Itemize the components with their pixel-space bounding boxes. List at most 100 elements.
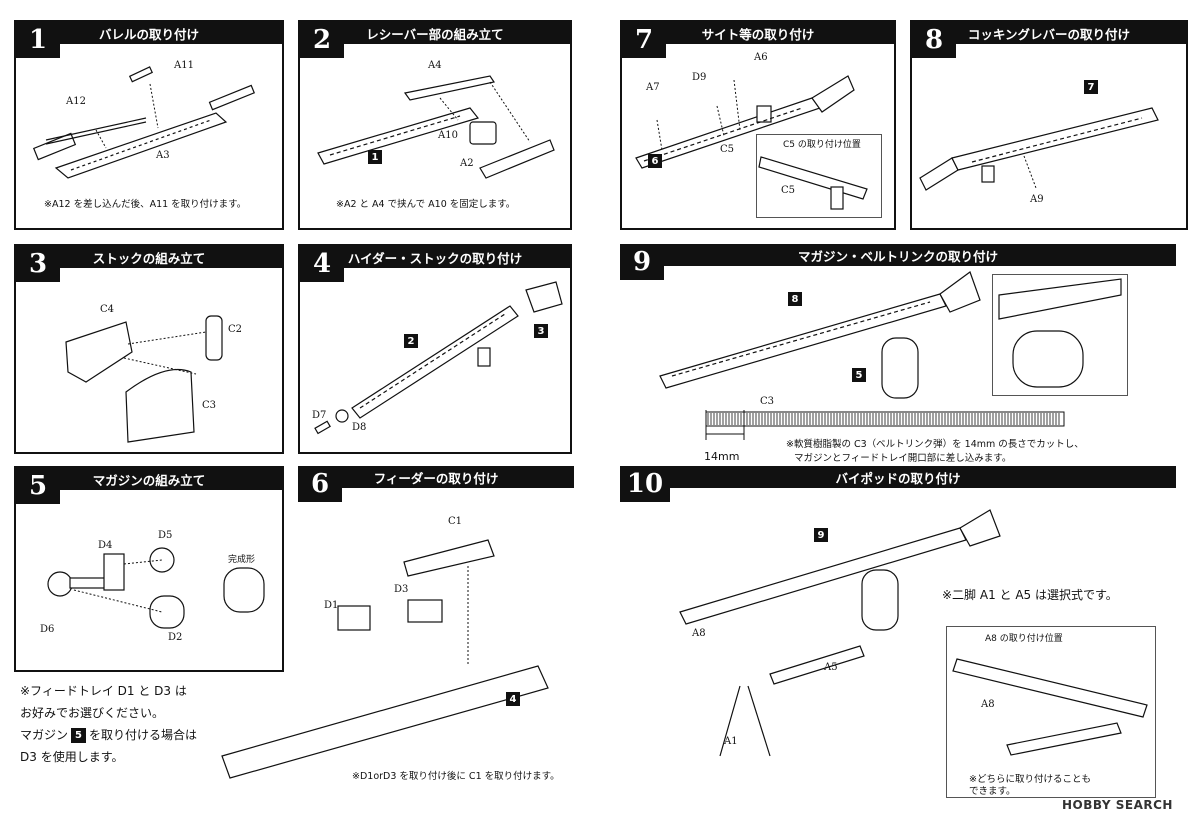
part-label-a2: A2 bbox=[460, 158, 474, 169]
step-9-title: マガジン・ベルトリンクの取り付け bbox=[620, 244, 1176, 266]
step-4-title: ハイダー・ストックの取り付け bbox=[300, 246, 570, 268]
step-1-note: ※A12 を差し込んだ後、A11 を取り付けます。 bbox=[44, 199, 247, 210]
belt-link-strip bbox=[705, 410, 1065, 440]
a8-detail-icon bbox=[952, 658, 1148, 756]
inset-label-c5: C5 bbox=[781, 185, 796, 196]
part-label-d3: D3 bbox=[394, 584, 409, 595]
c5-detail-icon bbox=[758, 156, 868, 210]
part-label-d8: D8 bbox=[352, 422, 367, 433]
step-5-panel: マガジンの組み立て 5 D4 D5 D6 D2 完成形 bbox=[14, 466, 284, 672]
step-8-number: 8 bbox=[912, 22, 956, 58]
step-ref-chip: 4 bbox=[506, 692, 520, 706]
part-label-c4: C4 bbox=[100, 304, 115, 315]
step-ref-chip: 9 bbox=[814, 528, 828, 542]
step-7-panel: サイト等の取り付け 7 A6 D9 A7 C5 6 C5 の取り付け位置 C5 bbox=[620, 20, 896, 230]
step-9-note-line1: ※軟質樹脂製の C3（ベルトリンク弾）を 14mm の長さでカットし、 bbox=[786, 439, 1084, 450]
step-7-title: サイト等の取り付け bbox=[622, 22, 894, 44]
step-9-note-line2: マガジンとフィードトレイ開口部に差し込みます。 bbox=[794, 453, 1012, 464]
step-2-number: 2 bbox=[300, 22, 344, 58]
step-10-title: バイポッドの取り付け bbox=[620, 466, 1176, 488]
feed-note-line3-post: を取り付ける場合は bbox=[89, 728, 198, 742]
step-9-panel: マガジン・ベルトリンクの取り付け 9 8 5 C3 14mm ※軟質樹脂製の C… bbox=[620, 244, 1186, 464]
receiver-illustration bbox=[317, 75, 555, 179]
step-3-panel: ストックの組み立て 3 C4 C2 C3 bbox=[14, 244, 284, 454]
step-8-panel: コッキングレバーの取り付け 8 7 A9 bbox=[910, 20, 1188, 230]
inset-note-line2: できます。 bbox=[969, 786, 1016, 797]
step-1-title: バレルの取り付け bbox=[16, 22, 282, 44]
step-7-number: 7 bbox=[622, 22, 666, 58]
hobby-search-watermark: HOBBY SEARCH bbox=[1062, 798, 1173, 812]
magazine-detail-icon bbox=[998, 278, 1122, 388]
part-label-a10: A10 bbox=[438, 130, 458, 141]
part-label-a5: A5 bbox=[824, 662, 838, 673]
part-label-d6: D6 bbox=[40, 624, 55, 635]
hider-stock-illustration bbox=[314, 281, 563, 435]
part-label-a7: A7 bbox=[646, 82, 660, 93]
step-8-title: コッキングレバーの取り付け bbox=[912, 22, 1186, 44]
feeder-illustration bbox=[221, 539, 549, 779]
part-label-d1: D1 bbox=[324, 600, 339, 611]
feed-note-line1: ※フィードトレイ D1 と D3 は bbox=[20, 684, 187, 698]
step-6-title: フィーダーの取り付け bbox=[298, 466, 574, 488]
step-ref-chip: 5 bbox=[852, 368, 866, 382]
step-10-panel: バイポッドの取り付け 10 9 A8 A5 A1 ※二脚 A1 と A5 は選択… bbox=[620, 466, 1186, 806]
inset-label-a8: A8 bbox=[981, 699, 995, 710]
part-label-a11: A11 bbox=[174, 60, 194, 71]
step-ref-chip: 2 bbox=[404, 334, 418, 348]
part-label-c3: C3 bbox=[202, 400, 217, 411]
c5-position-inset: C5 の取り付け位置 C5 bbox=[756, 134, 882, 218]
measure-label: 14mm bbox=[704, 450, 740, 463]
step-ref-chip: 6 bbox=[648, 154, 662, 168]
step-9-number: 9 bbox=[620, 244, 664, 280]
feed-note-line2: お好みでお選びください。 bbox=[20, 706, 165, 720]
part-label-c1: C1 bbox=[448, 516, 463, 527]
part-label-a12: A12 bbox=[66, 96, 86, 107]
step-2-panel: レシーバー部の組み立て 2 A4 A10 A2 1 ※A2 と A4 で挟んで … bbox=[298, 20, 572, 230]
magazine-detail-inset bbox=[992, 274, 1128, 396]
step-6-number: 6 bbox=[298, 466, 342, 502]
part-label-c3: C3 bbox=[760, 396, 775, 407]
part-label-c5: C5 bbox=[720, 144, 735, 155]
part-label-d9: D9 bbox=[692, 72, 707, 83]
part-label-a1: A1 bbox=[724, 736, 738, 747]
step-ref-chip: 8 bbox=[788, 292, 802, 306]
part-label-a6: A6 bbox=[754, 52, 768, 63]
bipod-select-note: ※二脚 A1 と A5 は選択式です。 bbox=[942, 588, 1118, 602]
step-2-note: ※A2 と A4 で挟んで A10 を固定します。 bbox=[336, 199, 516, 210]
step-1-panel: バレルの取り付け 1 A11 A12 A3 ※A12 を差し込んだ後、A11 を… bbox=[14, 20, 284, 230]
feed-note-line3-pre: マガジン bbox=[20, 728, 69, 742]
part-label-d7: D7 bbox=[312, 410, 327, 421]
step-4-panel: ハイダー・ストックの取り付け 4 2 3 D7 D8 bbox=[298, 244, 572, 454]
step-ref-chip: 3 bbox=[534, 324, 548, 338]
step-1-number: 1 bbox=[16, 22, 60, 58]
step-2-title: レシーバー部の組み立て bbox=[300, 22, 570, 44]
part-label-a4: A4 bbox=[428, 60, 442, 71]
part-label-a3: A3 bbox=[156, 150, 170, 161]
bipod-illustration bbox=[679, 509, 1001, 757]
magazine-assembly-illustration bbox=[47, 547, 265, 629]
step-5-title: マガジンの組み立て bbox=[16, 468, 282, 490]
inset-note-line1: ※どちらに取り付けることも bbox=[969, 774, 1091, 785]
magazine-step-chip: 5 bbox=[71, 728, 87, 743]
part-label-c2: C2 bbox=[228, 324, 243, 335]
step-3-title: ストックの組み立て bbox=[16, 246, 282, 268]
part-label-a9: A9 bbox=[1030, 194, 1044, 205]
inset-title: C5 の取り付け位置 bbox=[783, 140, 861, 150]
feed-note-line4: D3 を使用します。 bbox=[20, 750, 124, 764]
step-ref-chip: 1 bbox=[368, 150, 382, 164]
step-6-note: ※D1orD3 を取り付け後に C1 を取り付けます。 bbox=[352, 771, 560, 782]
sight-illustration bbox=[635, 75, 855, 169]
part-label-d4: D4 bbox=[98, 540, 113, 551]
barrel-illustration bbox=[32, 66, 256, 179]
step-5-number: 5 bbox=[16, 468, 60, 504]
cocking-lever-illustration bbox=[919, 107, 1159, 191]
step-6-panel: フィーダーの取り付け 6 C1 D3 D1 4 ※D1orD3 を取り付け後に … bbox=[221, 466, 594, 796]
step-ref-chip: 7 bbox=[1084, 80, 1098, 94]
part-label-d5: D5 bbox=[158, 530, 173, 541]
part-label-a8: A8 bbox=[692, 628, 706, 639]
finished-label: 完成形 bbox=[228, 555, 256, 565]
part-label-d2: D2 bbox=[168, 632, 183, 643]
step-3-number: 3 bbox=[16, 246, 60, 282]
a8-position-inset: A8 の取り付け位置 A8 ※どちらに取り付けることも できます。 bbox=[946, 626, 1156, 798]
